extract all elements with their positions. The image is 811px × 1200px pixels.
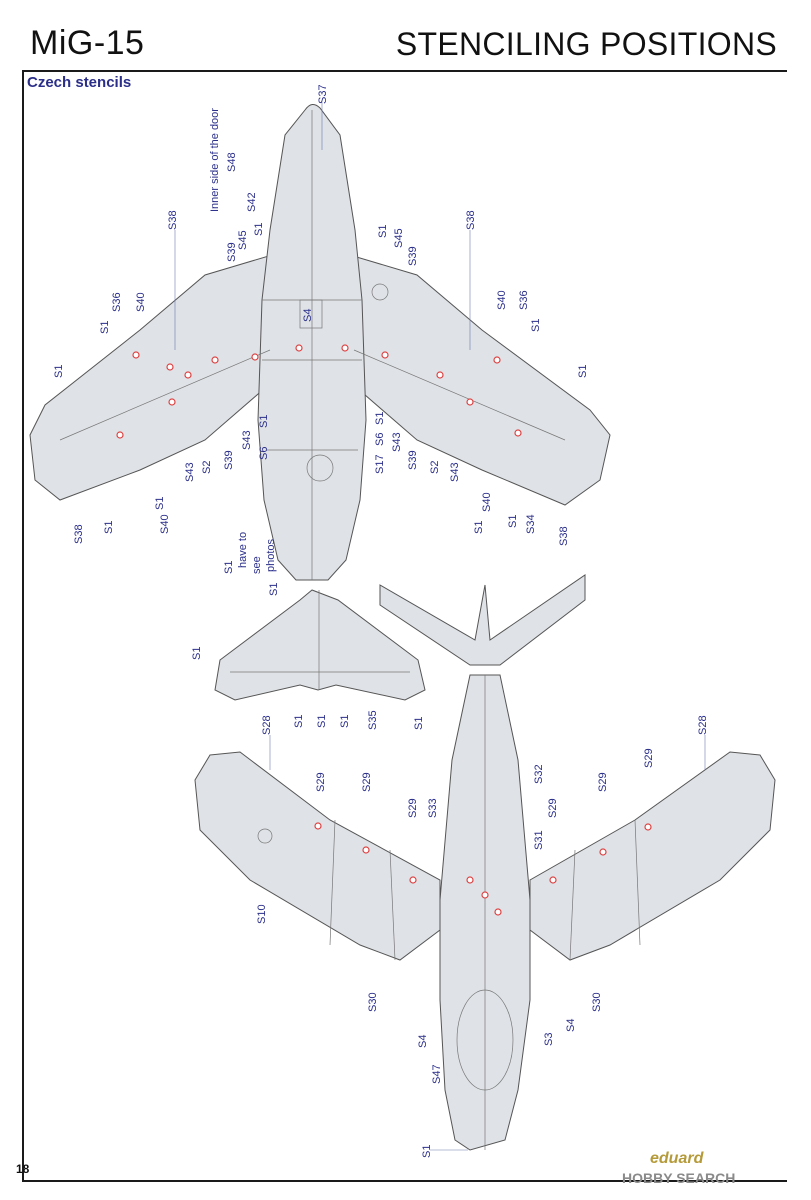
label: S36 <box>518 290 530 310</box>
label: S1 <box>53 365 65 378</box>
label: S1 <box>413 717 425 730</box>
label: S39 <box>407 246 419 266</box>
label: S34 <box>525 514 537 534</box>
label: S39 <box>226 242 238 262</box>
label: S29 <box>547 798 559 818</box>
label: S1 <box>223 561 235 574</box>
label: S1 <box>530 319 542 332</box>
label: S40 <box>481 492 493 512</box>
label: S1 <box>421 1145 433 1158</box>
tail-view-labels: S1 S1 S1 S1 S1 S35 S1 <box>191 583 425 730</box>
label: S39 <box>223 450 235 470</box>
top-left-wing <box>29 254 286 501</box>
label: S1 <box>268 583 280 596</box>
top-view-labels: S37 Inner side of the door S48 S42 S45 S… <box>53 84 589 574</box>
label: S29 <box>407 798 419 818</box>
leader-lines <box>174 102 706 1151</box>
label: S2 <box>429 461 441 474</box>
label: S43 <box>391 432 403 452</box>
label: S10 <box>256 904 268 924</box>
label: S1 <box>316 715 328 728</box>
label: S4 <box>417 1035 429 1048</box>
brand-logo: eduard <box>650 1150 704 1167</box>
label: S1 <box>377 225 389 238</box>
label: S37 <box>317 84 329 104</box>
horizontal-stabilizer <box>214 589 426 701</box>
bottom-right-wing <box>529 751 776 961</box>
label: S42 <box>246 192 258 212</box>
label: S40 <box>159 514 171 534</box>
label: S43 <box>449 462 461 482</box>
label: S2 <box>201 461 213 474</box>
label: S28 <box>261 715 273 735</box>
label: S30 <box>367 992 379 1012</box>
label: S30 <box>591 992 603 1012</box>
label: S35 <box>367 710 379 730</box>
section-subtitle: Czech stencils <box>27 74 132 91</box>
bottom-tail-fin <box>379 574 586 666</box>
label: have to <box>237 532 249 568</box>
bottom-view-aircraft <box>194 574 776 1151</box>
label: S47 <box>431 1064 443 1084</box>
label: S1 <box>339 715 351 728</box>
label: see <box>251 556 263 574</box>
label: S29 <box>361 772 373 792</box>
frame-left <box>22 72 24 1180</box>
model-title: MiG-15 <box>30 24 145 62</box>
label: S43 <box>184 462 196 482</box>
label: S1 <box>577 365 589 378</box>
label: S3 <box>543 1033 555 1046</box>
label: photos <box>265 538 277 572</box>
label: S29 <box>597 772 609 792</box>
watermark: HOBBY SEARCH <box>622 1170 736 1186</box>
label: S4 <box>565 1019 577 1032</box>
header-rule <box>22 70 787 72</box>
label: S43 <box>241 430 253 450</box>
label: S38 <box>558 526 570 546</box>
label: S1 <box>507 515 519 528</box>
label: S1 <box>293 715 305 728</box>
top-view-aircraft <box>29 104 611 581</box>
tail-plane-view <box>214 589 426 701</box>
bottom-left-wing <box>194 751 441 961</box>
label: S36 <box>111 292 123 312</box>
page-number: 18 <box>16 1162 30 1176</box>
label: S39 <box>407 450 419 470</box>
label: S1 <box>103 521 115 534</box>
label: S1 <box>258 415 270 428</box>
frame-bottom <box>22 1180 787 1182</box>
label: S28 <box>697 715 709 735</box>
label: S1 <box>99 321 111 334</box>
label: S38 <box>73 524 85 544</box>
label: Inner side of the door <box>209 108 221 212</box>
label: S45 <box>237 230 249 250</box>
label: S1 <box>473 521 485 534</box>
label: S40 <box>496 290 508 310</box>
label: S33 <box>427 798 439 818</box>
label: S1 <box>191 647 203 660</box>
label: S6 <box>258 447 270 460</box>
label: S29 <box>643 748 655 768</box>
label: S4 <box>302 309 314 322</box>
page-title: STENCILING POSITIONS <box>395 26 777 62</box>
label: S40 <box>135 292 147 312</box>
bottom-view-labels: S28 S29 S29 S10 S29 S33 S32 S29 S31 S29 … <box>256 715 709 1158</box>
label: S6 <box>374 433 386 446</box>
label: S1 <box>253 223 265 236</box>
label: S31 <box>533 830 545 850</box>
label: S29 <box>315 772 327 792</box>
label: S32 <box>533 764 545 784</box>
label: S45 <box>393 228 405 248</box>
label: S1 <box>154 497 166 510</box>
label: S1 <box>374 412 386 425</box>
label: S38 <box>167 210 179 230</box>
label: S38 <box>465 210 477 230</box>
label: S17 <box>374 454 386 474</box>
label: S48 <box>226 152 238 172</box>
